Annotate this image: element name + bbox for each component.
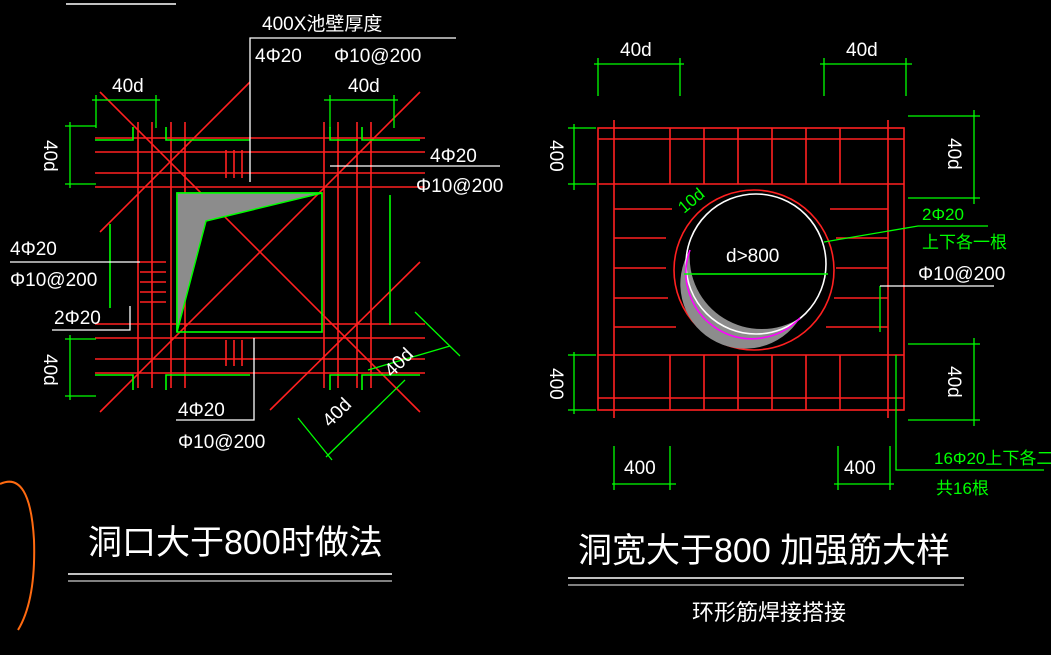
dim-right-upper-label: 40d (943, 138, 964, 170)
left-small-rebar-label: 2Φ20 (54, 308, 101, 329)
wall-corner (165, 374, 250, 390)
bottom-rebar-label: 4Φ20 (178, 400, 225, 421)
wall-corner (361, 127, 420, 141)
dim-left-lower-label: 40d (39, 354, 60, 386)
left-detail: 400X池壁厚度 4Φ20 Φ10@200 40d 40d 40d 40d 4Φ… (0, 3, 503, 631)
opening-lap-arc (685, 249, 801, 340)
dim-bottom-left-label: 400 (624, 458, 656, 479)
dim-top-right-label: 40d (348, 76, 380, 97)
opening-fill (176, 192, 323, 333)
wall-corner (95, 127, 134, 141)
main-total-label: 共16根 (936, 479, 989, 498)
leader-left-small (52, 306, 131, 331)
wall-corner (329, 374, 358, 390)
diag-dim-label-1: 40d (381, 344, 418, 381)
bottom-stirrup-label: Φ10@200 (178, 432, 265, 453)
top-stirrup-label: Φ10@200 (334, 46, 421, 67)
right-detail: 40d 40d 400 400 40d 40d 400 400 10d d>80… (545, 40, 1051, 625)
leader-main (895, 355, 1044, 471)
ring-rebar (673, 189, 835, 351)
ring-note-label: 上下各一根 (922, 233, 1007, 252)
dim-left-lower-label: 400 (545, 368, 566, 400)
dim-left-upper-label: 400 (545, 140, 566, 172)
grid-frame (597, 127, 905, 411)
left-rebar-grid (95, 81, 425, 413)
left-rebar-label: 4Φ20 (10, 239, 57, 260)
diag-dim-ext (297, 417, 333, 461)
main-rebar-label: 16Φ20上下各二根 (934, 449, 1051, 468)
wall-corner (329, 127, 358, 141)
wall-thickness-label: 400X池壁厚度 (262, 13, 382, 35)
top-rebar-label: 4Φ20 (255, 46, 302, 67)
rebar-diagonal (99, 91, 421, 413)
right-title: 洞宽大于800 加强筋大样 (578, 532, 950, 570)
left-title: 洞口大于800时做法 (88, 524, 383, 562)
right-leaders (823, 225, 1044, 471)
right-dimensions (568, 58, 980, 490)
ring-rebar-label: 2Φ20 (922, 205, 964, 224)
dim-top-left-label: 40d (620, 40, 652, 61)
diag-dim-label-2: 40d (319, 394, 356, 431)
wall-corner (361, 374, 420, 390)
dim-bottom-right-label: 400 (844, 458, 876, 479)
left-leaders (10, 37, 500, 421)
orange-arc (0, 480, 36, 631)
right-rebar-grid (597, 120, 905, 418)
left-dimensions (65, 95, 461, 461)
leader-bottom (176, 338, 255, 421)
diameter-label: d>800 (726, 246, 779, 267)
right-subtitle: 环形筋焊接搭接 (692, 600, 846, 625)
rebar-diagonal (99, 81, 251, 233)
dim-right-lower-label: 40d (943, 366, 964, 398)
wall-corner (95, 374, 134, 390)
leader-wall (249, 37, 456, 182)
right-rebar-label: 4Φ20 (430, 146, 477, 167)
dim-top-right-label: 40d (846, 40, 878, 61)
dim-top-left-label: 40d (112, 76, 144, 97)
right-stirrup-label: Φ10@200 (416, 176, 503, 197)
diag-dim-line (367, 345, 451, 371)
wall-corner (165, 127, 250, 141)
diag-dim-line (325, 379, 406, 458)
diag-dim-ext (414, 311, 461, 357)
leader-ring (823, 225, 988, 243)
stirrup-label: Φ10@200 (918, 264, 1005, 285)
ring-lap-label: 10d (674, 184, 708, 217)
left-stirrup-label: Φ10@200 (10, 270, 97, 291)
rebar-diagonal (269, 261, 421, 411)
dim-left-upper-label: 40d (39, 140, 60, 172)
